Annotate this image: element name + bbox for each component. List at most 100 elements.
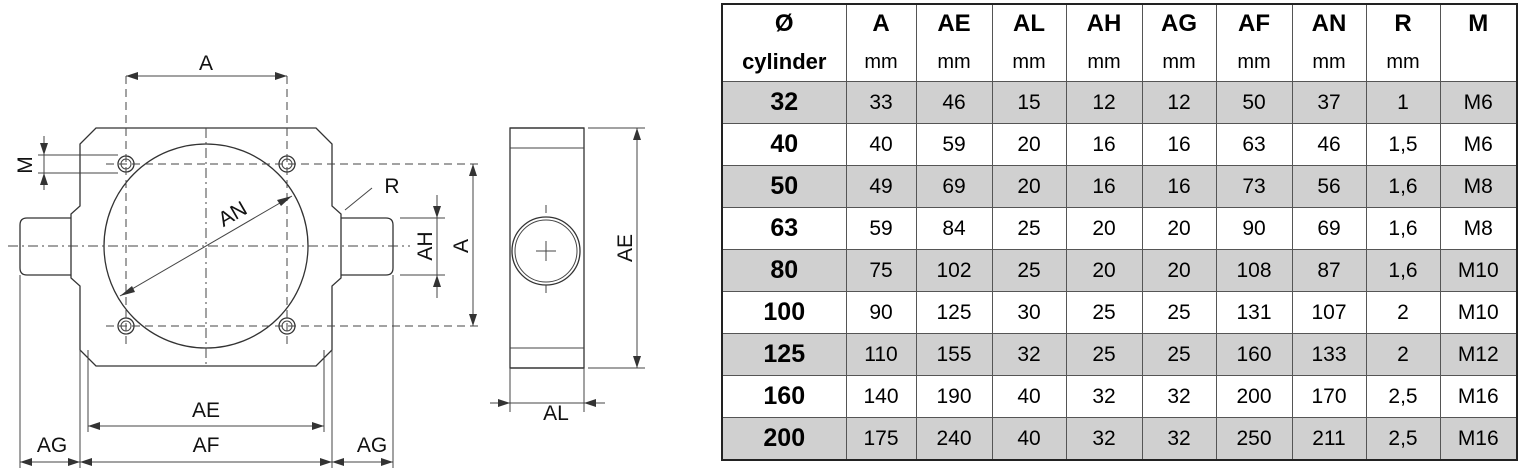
table-cell: 20 bbox=[1065, 249, 1143, 292]
column-unit: mm bbox=[845, 43, 917, 82]
table-cell: 32 bbox=[1141, 417, 1217, 461]
table-cell: 46 bbox=[1291, 123, 1367, 166]
table-cell: 69 bbox=[1291, 207, 1367, 250]
table-cell: 1,6 bbox=[1365, 165, 1441, 208]
table-cell: 20 bbox=[1141, 207, 1217, 250]
label-ag-left: AG bbox=[37, 434, 67, 457]
table-cell: 40 bbox=[991, 417, 1067, 461]
table-cell: 50 bbox=[1215, 81, 1293, 124]
table-cell: 40 bbox=[991, 375, 1067, 418]
label-an: AN bbox=[214, 197, 251, 232]
flange-outline bbox=[70, 127, 342, 367]
table-cell: 1,5 bbox=[1365, 123, 1441, 166]
label-af: AF bbox=[193, 434, 220, 457]
table-cell: 63 bbox=[1215, 123, 1293, 166]
table-cell: 240 bbox=[915, 417, 993, 461]
table-cell: 69 bbox=[915, 165, 993, 208]
column-unit: mm bbox=[1291, 43, 1367, 82]
label-ae-side: AE bbox=[614, 234, 637, 262]
table-cell: 16 bbox=[1141, 165, 1217, 208]
table-cell: 131 bbox=[1215, 291, 1293, 334]
table-cell: 102 bbox=[915, 249, 993, 292]
table-cell: 2,5 bbox=[1365, 375, 1441, 418]
table-cell: 25 bbox=[991, 249, 1067, 292]
column-header: AG bbox=[1141, 3, 1217, 43]
table-cell: 160 bbox=[1215, 333, 1293, 376]
table-cell: 155 bbox=[915, 333, 993, 376]
table-cell: 46 bbox=[915, 81, 993, 124]
label-m: M bbox=[14, 156, 37, 174]
table-cell: 170 bbox=[1291, 375, 1367, 418]
table-cell: 2 bbox=[1365, 291, 1441, 334]
table-cell: 16 bbox=[1065, 165, 1143, 208]
table-cell: 90 bbox=[845, 291, 917, 334]
cylinder-diameter-cell: 200 bbox=[721, 417, 847, 461]
column-header: AN bbox=[1291, 3, 1367, 43]
label-a-top: A bbox=[199, 52, 213, 75]
table-cell: 133 bbox=[1291, 333, 1367, 376]
table-cell: 1 bbox=[1365, 81, 1441, 124]
table-cell: 1,6 bbox=[1365, 207, 1441, 250]
column-unit bbox=[1439, 43, 1518, 82]
side-view bbox=[509, 127, 585, 369]
table-cell: M8 bbox=[1439, 165, 1518, 208]
cylinder-diameter-cell: 40 bbox=[721, 123, 847, 166]
column-unit: mm bbox=[1065, 43, 1143, 82]
table-cell: 2,5 bbox=[1365, 417, 1441, 461]
table-cell: 140 bbox=[845, 375, 917, 418]
column-header: AF bbox=[1215, 3, 1293, 43]
table-cell: 32 bbox=[991, 333, 1067, 376]
column-unit: mm bbox=[1215, 43, 1293, 82]
table-cell: 20 bbox=[1141, 249, 1217, 292]
table-cell: 56 bbox=[1291, 165, 1367, 208]
cylinder-diameter-cell: 63 bbox=[721, 207, 847, 250]
label-al: AL bbox=[543, 402, 569, 425]
cylinder-diameter-cell: 125 bbox=[721, 333, 847, 376]
table-cell: 73 bbox=[1215, 165, 1293, 208]
table-cell: M12 bbox=[1439, 333, 1518, 376]
table-cell: 84 bbox=[915, 207, 993, 250]
table-cell: 12 bbox=[1141, 81, 1217, 124]
cylinder-diameter-cell: 160 bbox=[721, 375, 847, 418]
table-cell: 25 bbox=[1141, 333, 1217, 376]
left-trunnion-pin bbox=[19, 217, 71, 276]
table-cell: 32 bbox=[1141, 375, 1217, 418]
column-unit: cylinder bbox=[721, 43, 847, 82]
table-cell: 175 bbox=[845, 417, 917, 461]
table-cell: 59 bbox=[845, 207, 917, 250]
table-cell: M16 bbox=[1439, 375, 1518, 418]
column-header: M bbox=[1439, 3, 1518, 43]
table-cell: 15 bbox=[991, 81, 1067, 124]
column-header: R bbox=[1365, 3, 1441, 43]
an-dimension-line bbox=[119, 195, 293, 297]
table-cell: M8 bbox=[1439, 207, 1518, 250]
cylinder-diameter-cell: 32 bbox=[721, 81, 847, 124]
column-header: A bbox=[845, 3, 917, 43]
table-cell: 49 bbox=[845, 165, 917, 208]
label-r: R bbox=[384, 175, 399, 198]
column-header: Ø bbox=[721, 3, 847, 43]
column-unit: mm bbox=[1365, 43, 1441, 82]
table-cell: 75 bbox=[845, 249, 917, 292]
table-cell: 12 bbox=[1065, 81, 1143, 124]
table-cell: 30 bbox=[991, 291, 1067, 334]
table-cell: 20 bbox=[1065, 207, 1143, 250]
table-cell: 16 bbox=[1065, 123, 1143, 166]
table-cell: 59 bbox=[915, 123, 993, 166]
table-cell: M6 bbox=[1439, 81, 1518, 124]
table-cell: 90 bbox=[1215, 207, 1293, 250]
label-ag-right: AG bbox=[357, 434, 387, 457]
table-cell: 25 bbox=[1065, 291, 1143, 334]
table-cell: M10 bbox=[1439, 249, 1518, 292]
technical-drawing: A M AN R AH A AE AE AF AG AG AL bbox=[8, 52, 645, 468]
